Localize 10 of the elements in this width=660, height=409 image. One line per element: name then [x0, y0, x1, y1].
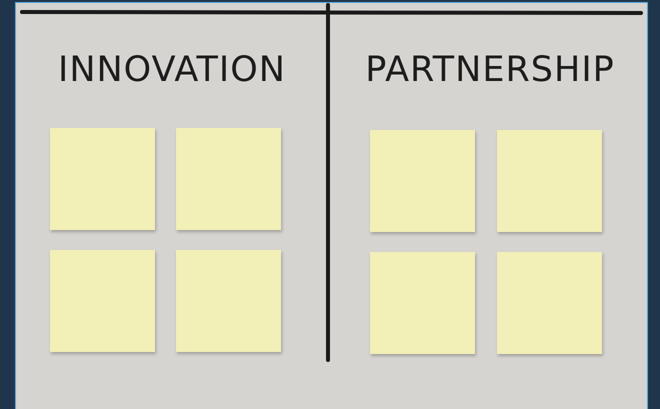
- sticky-note: [50, 250, 155, 352]
- column-heading: PARTNERSHIP: [364, 49, 616, 92]
- sticky-note: [497, 252, 602, 354]
- sticky-note: [370, 252, 475, 354]
- sticky-note: [50, 128, 155, 230]
- sticky-note: [176, 250, 281, 352]
- sticky-note: [370, 130, 475, 232]
- sticky-note: [497, 130, 602, 232]
- sticky-note: [176, 128, 281, 230]
- column-heading: INNOVATION: [57, 49, 287, 92]
